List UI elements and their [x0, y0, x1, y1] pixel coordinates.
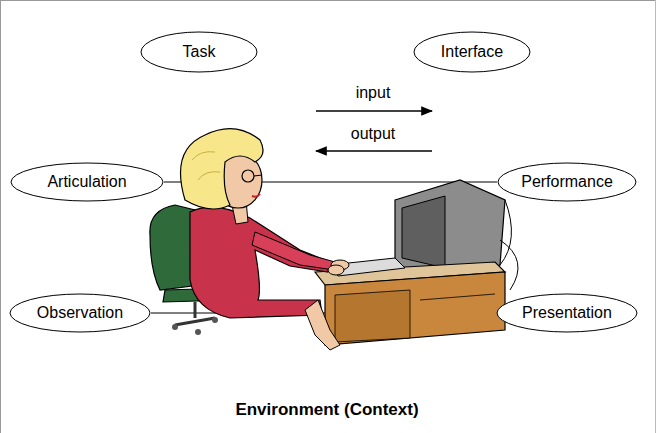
- ellipse-node: Articulation: [10, 162, 164, 202]
- flow-label: output: [351, 125, 395, 143]
- ellipse-node: Presentation: [496, 293, 638, 333]
- environment-label: Environment (Context): [235, 401, 418, 420]
- node-label: Observation: [37, 304, 123, 322]
- flow-label: input: [356, 84, 391, 102]
- ellipse-node: Performance: [497, 162, 637, 202]
- output-arrow: [316, 150, 432, 152]
- node-label: Presentation: [522, 304, 612, 322]
- input-arrow: [316, 110, 432, 112]
- ellipse-node: Interface: [413, 31, 531, 73]
- node-label: Articulation: [47, 173, 126, 191]
- woman-figure: [181, 129, 350, 350]
- node-label: Performance: [521, 173, 613, 191]
- node-label: Interface: [441, 43, 503, 61]
- ellipse-node: Task: [140, 31, 258, 73]
- node-label: Task: [183, 43, 216, 61]
- ellipse-node: Observation: [9, 293, 151, 333]
